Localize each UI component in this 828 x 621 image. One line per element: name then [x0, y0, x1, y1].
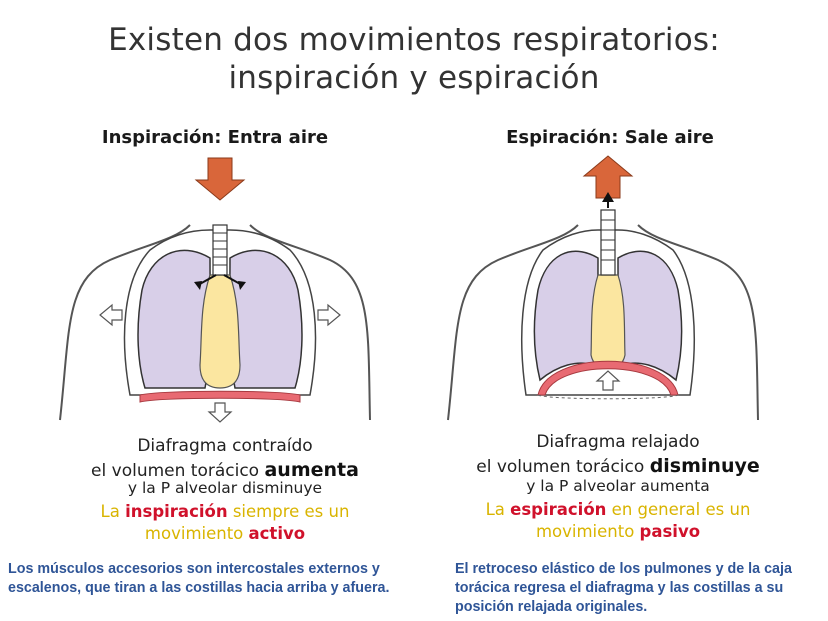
left-lung	[533, 250, 599, 382]
rib-cage	[521, 229, 695, 396]
inspiration-diagram	[59, 157, 371, 423]
right-lung	[617, 250, 683, 382]
diaphragm-up-icon	[595, 370, 621, 391]
expiration-caption-2: el volumen torácico disminuye	[476, 455, 760, 477]
air-in-arrow-icon	[194, 157, 246, 201]
inspiration-caption-2: el volumen torácico aumenta	[91, 459, 359, 481]
expiration-note: La espiración en general es un	[485, 500, 751, 519]
diaphragm-down-icon	[207, 402, 233, 423]
expiration-diagram	[447, 155, 759, 421]
left-lung	[137, 249, 212, 389]
diaphragm	[139, 390, 301, 403]
inspiration-caption-3: y la P alveolar disminuye	[127, 479, 323, 497]
inspiration-caption-1: Diafragma contraído	[137, 436, 313, 456]
trachea	[212, 224, 228, 276]
expiration-note-line2: movimiento pasivo	[535, 522, 701, 541]
expiration-footer-text: El retroceso elástico de los pulmones y …	[455, 561, 792, 615]
trachea	[600, 209, 616, 276]
inspiration-heading: Inspiración: Entra aire	[101, 127, 329, 148]
expiration-caption-3: y la P alveolar aumenta	[526, 477, 710, 495]
mediastinum	[199, 274, 241, 389]
expiration-heading: Espiración: Sale aire	[506, 127, 714, 148]
slide-title-line1: Existen dos movimientos respiratorios:	[108, 22, 720, 58]
slide-title-line2: inspiración y espiración	[228, 60, 600, 96]
air-out-arrow-icon	[582, 155, 634, 199]
inspiration-note: La inspiración siempre es un	[100, 502, 350, 521]
expiration-caption-1: Diafragma relajado	[536, 432, 700, 452]
rib-cage	[123, 229, 317, 396]
torso-outline	[447, 224, 759, 421]
inspiration-note-line2: movimiento activo	[144, 524, 306, 543]
diaphragm	[537, 360, 679, 396]
rib-expand-left-icon	[99, 303, 123, 327]
rib-expand-right-icon	[317, 303, 341, 327]
inspiration-footer-text: Los músculos accesorios son intercostale…	[8, 561, 390, 596]
right-lung	[228, 249, 303, 389]
mediastinum	[590, 274, 626, 369]
